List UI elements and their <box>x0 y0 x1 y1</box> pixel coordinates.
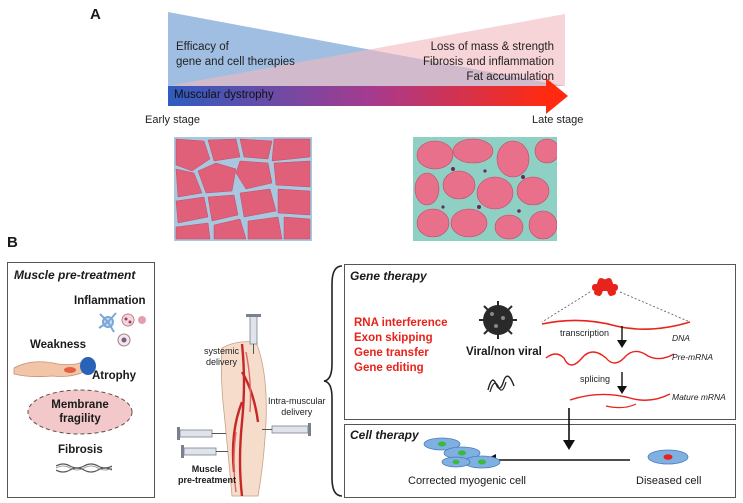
gene-therapy-title: Gene therapy <box>350 269 427 283</box>
inflammation-cells-icon <box>98 312 146 347</box>
splicing-label: splicing <box>580 374 611 384</box>
membrane-fragility-label: Membrane fragility <box>51 399 109 425</box>
panel-a-graphic <box>168 12 568 114</box>
panel-b-letter: B <box>7 234 18 251</box>
pre-mrna-label: Pre-mRNA <box>672 352 714 362</box>
viral-nonviral-label: Viral/non viral <box>466 346 542 358</box>
weak-arm-icon <box>13 357 96 378</box>
muscle-pretreatment-label: Muscle pre-treatment <box>178 464 237 485</box>
late-stage-histology-image <box>413 137 557 241</box>
transcription-label: transcription <box>560 328 610 338</box>
diseased-cell-icon <box>647 449 689 465</box>
pretreatment-title: Muscle pre-treatment <box>14 268 136 282</box>
dystrophy-arrow-body <box>168 86 546 106</box>
gene-expression-diagram <box>541 278 691 409</box>
method-exon-skipping: Exon skipping <box>354 332 433 344</box>
early-stage-label: Early stage <box>145 114 201 126</box>
early-stage-histology-image <box>174 137 312 241</box>
systemic-delivery-label: systemic delivery <box>204 346 240 367</box>
diseased-cell-label: Diseased cell <box>636 475 702 487</box>
nonviral-plasmid-icon <box>487 375 515 393</box>
method-rna-interference: RNA interference <box>354 317 448 329</box>
gene-therapy-box <box>344 264 736 420</box>
atrophy-label: Atrophy <box>92 370 137 382</box>
corrected-cells-icon <box>423 437 501 469</box>
cell-therapy-title: Cell therapy <box>350 428 419 442</box>
dna-label: DNA <box>672 333 690 343</box>
therapy-connection-arrows <box>484 408 630 466</box>
curly-brace <box>323 265 343 497</box>
fibrosis-strands-icon <box>56 463 112 473</box>
corrected-cell-label: Corrected myogenic cell <box>408 475 526 487</box>
late-stage-label: Late stage <box>532 114 584 126</box>
pretreatment-box <box>7 262 155 498</box>
membrane-fragility-ellipse <box>27 389 133 435</box>
fibrosis-label: Fibrosis <box>58 444 103 456</box>
viral-vector-icon <box>479 301 517 339</box>
efficacy-label: Efficacy of gene and cell therapies <box>176 41 295 68</box>
panel-a-letter: A <box>90 6 101 23</box>
leg-delivery-illustration <box>177 314 311 497</box>
weakness-label: Weakness <box>30 339 87 351</box>
damage-triangle <box>168 14 565 86</box>
late-effects-label: Loss of mass & strength Fibrosis and inf… <box>422 41 554 83</box>
method-gene-transfer: Gene transfer <box>354 347 429 359</box>
inflammation-label: Inflammation <box>74 295 146 307</box>
gene-therapy-methods: RNA interference Exon skipping Gene tran… <box>354 316 448 376</box>
method-gene-editing: Gene editing <box>354 362 424 374</box>
intramuscular-delivery-label: Intra-muscular delivery <box>268 396 326 417</box>
mature-mrna-label: Mature mRNA <box>672 392 726 402</box>
dystrophy-arrow-head <box>546 78 568 114</box>
dystrophy-arrow-label: Muscular dystrophy <box>174 89 274 101</box>
